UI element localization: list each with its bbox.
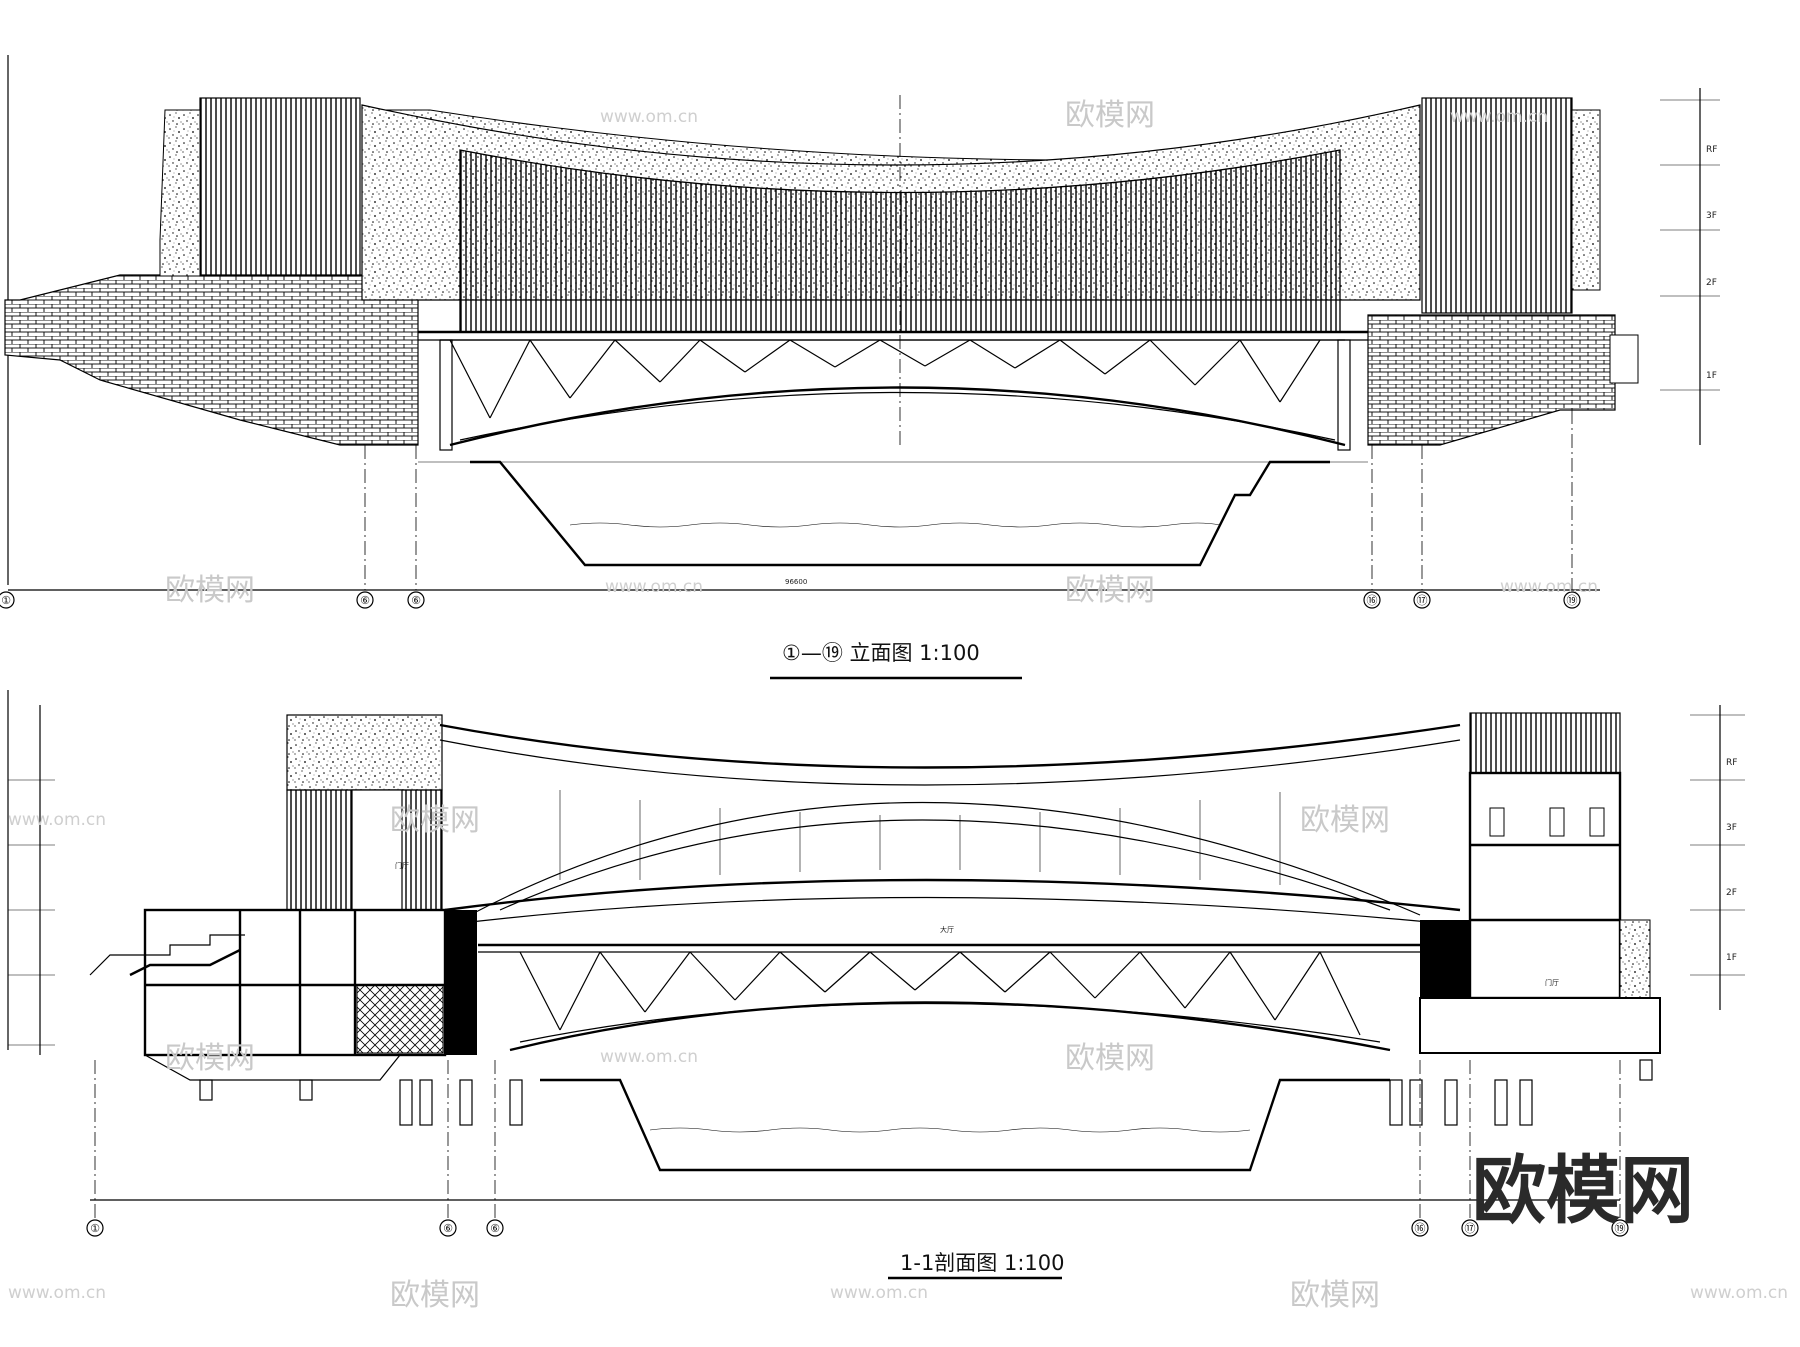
total-dimension: 96600 [785,578,807,586]
axis-label: ⑥ [443,1222,453,1235]
axis-label: ① [1,594,11,607]
watermark-url: www.om.cn [600,1047,698,1067]
watermark-text: 欧模网 [390,803,480,838]
section-level-ladder-left [8,705,55,1055]
elevation-axis-bubbles: ① ⑥ ⑥ ⑯ ⑰ ⑲ [0,591,1581,609]
section-arch [469,801,1421,916]
watermark-url: www.om.cn [830,1283,928,1303]
watermark-url: www.om.cn [605,577,703,597]
watermark-text: 欧模网 [1290,1278,1380,1313]
left-tower [199,97,361,277]
section-view: ① ⑥ ⑥ ⑯ ⑰ ⑲ RF 3F 2F 1F [7,690,1745,1280]
watermark-url: www.om.cn [1500,577,1598,597]
axis-label: ⑲ [1615,1222,1626,1235]
level-label: 3F [1726,823,1737,833]
watermark-url: www.om.cn [8,810,106,830]
elevation-level-ladder: RF 3F 2F 1F [1660,88,1720,445]
watermark-url: www.om.cn [1690,1283,1788,1303]
axis-label: ⑥ [360,594,370,607]
brand-logo: 欧模网 [1472,1148,1694,1234]
level-label: 2F [1726,888,1737,898]
elevation-title: ①—⑲ 立面图 1:100 [782,641,980,665]
watermark-url: www.om.cn [8,1283,106,1303]
level-label: 2F [1706,278,1717,288]
river-channel-elevation [470,460,1330,567]
section-level-ladder-right: RF 3F 2F 1F [1690,705,1745,1010]
room-label: 门厅 [395,861,409,870]
axis-label: ① [90,1222,100,1235]
axis-label: ⑰ [1465,1222,1476,1235]
watermark-text: 欧模网 [165,1041,255,1076]
axis-label: ⑰ [1417,594,1428,607]
section-roof [439,723,1461,769]
level-label: 3F [1706,211,1717,221]
river-channel-section [540,1078,1390,1172]
level-label: 1F [1706,371,1717,381]
truss-section [519,951,1361,1036]
level-label: RF [1726,758,1737,768]
axis-label: ⑯ [1415,1222,1426,1235]
right-tower [1421,97,1573,314]
right-building-roof [1469,712,1621,774]
level-label: RF [1706,145,1717,155]
left-embankment [4,274,419,446]
axis-label: ⑥ [490,1222,500,1235]
watermark-text: 欧模网 [1300,803,1390,838]
axis-label: ⑲ [1567,594,1578,607]
section-title: 1-1剖面图 1:100 [900,1251,1065,1275]
left-building-roof-box [286,714,443,791]
watermark-text: 欧模网 [1065,98,1155,133]
truss-elevation [449,339,1321,419]
level-label: 1F [1726,953,1737,963]
watermarks: 欧模网 www.om.cn www.om.cn 欧模网 www.om.cn 欧模… [8,98,1788,1313]
watermark-text: 欧模网 [1065,1041,1155,1076]
elevation-view: ① ⑥ ⑥ ⑯ ⑰ ⑲ 96600 RF 3F 2F 1F ①—⑲ 立面图 1:… [0,55,1720,680]
watermark-text: 欧模网 [165,573,255,608]
watermark-text: 欧模网 [1065,573,1155,608]
room-label: 门厅 [1545,978,1559,987]
axis-label: ⑥ [411,594,421,607]
axis-label: ⑯ [1367,594,1378,607]
room-label: 大厅 [940,925,954,934]
watermark-url: www.om.cn [600,107,698,127]
right-embankment [1367,314,1616,446]
watermark-text: 欧模网 [390,1278,480,1313]
piles [199,1059,1653,1126]
watermark-url: www.om.cn [1450,107,1548,127]
section-axis-bubbles: ① ⑥ ⑥ ⑯ ⑰ ⑲ [86,1219,1629,1237]
